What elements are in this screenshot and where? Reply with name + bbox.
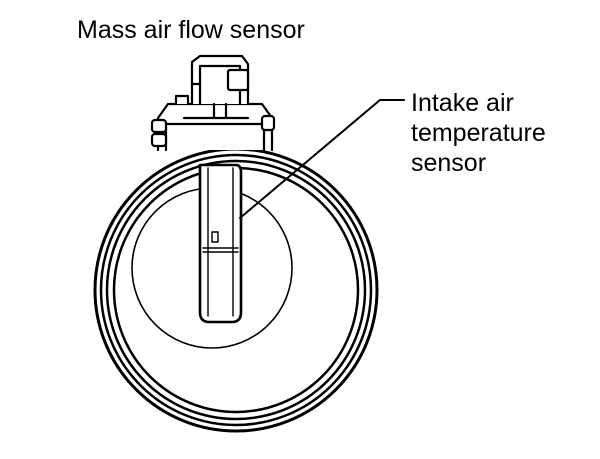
callout-line-2: temperature [411,119,546,147]
housing-ring-2 [99,153,373,427]
intake-air-temperature-element [211,231,219,243]
callout-line-1: Intake air [411,89,514,117]
callout-leader-line [239,99,381,219]
callout-label: Intake air temperature sensor [411,88,546,178]
callout-line-3: sensor [411,149,487,177]
diagram-title: Mass air flow sensor [77,16,305,44]
probe-body [198,163,243,324]
housing-ring-3 [105,159,367,421]
sensor-probe [198,163,243,324]
connector-assembly [150,54,276,152]
